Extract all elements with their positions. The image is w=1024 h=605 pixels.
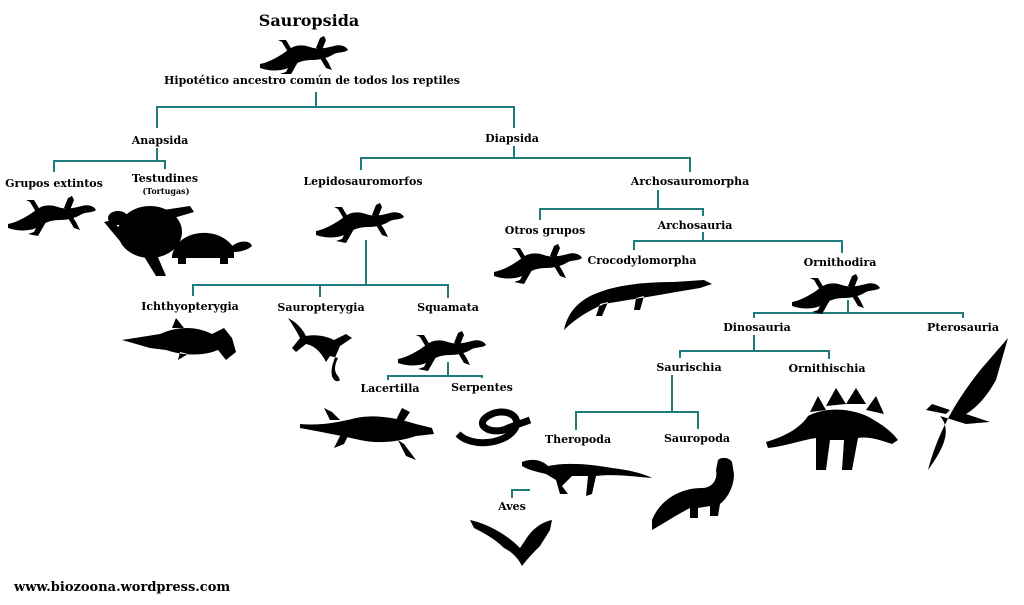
sauropsida-ancestor-lizard-icon (260, 36, 348, 76)
extinct-groups-lizard-icon (8, 196, 96, 236)
node-sauropterygia: Sauropterygia (275, 301, 367, 314)
node-ornithischia: Ornithischia (786, 362, 868, 375)
node-aves: Aves (496, 500, 528, 513)
crocodile-icon (564, 280, 712, 330)
sea-turtle-icon (104, 206, 194, 276)
aves-branch-line (511, 489, 530, 498)
squamata-bracket-line (387, 375, 483, 380)
root-bracket-line (156, 106, 515, 128)
node-ornithodira: Ornithodira (801, 256, 879, 269)
node-otros-grupos: Otros grupos (502, 224, 588, 237)
theropod-icon (522, 459, 652, 496)
node-archosauromorpha: Archosauromorpha (628, 175, 752, 188)
sauropod-icon (652, 457, 734, 530)
saurischia-bracket-line (575, 411, 699, 430)
node-lepidosauromorfos: Lepidosauromorfos (301, 175, 425, 188)
stegosaurus-icon (766, 388, 898, 470)
ancestor-caption: Hipotético ancestro común de todos los r… (161, 74, 463, 87)
diapsida-bracket-line (360, 157, 691, 172)
dino-bracket-line (679, 350, 830, 359)
node-sauropoda: Sauropoda (661, 432, 733, 445)
node-testudines: Testudines (129, 172, 201, 185)
archo-bracket-line (539, 208, 704, 220)
node-dinosauria: Dinosauria (721, 321, 793, 334)
anapsida-bracket-line (53, 160, 166, 172)
ornithodira-bracket-line (753, 312, 964, 318)
ichthyosaur-icon (122, 318, 236, 360)
node-crocodylomorpha: Crocodylomorpha (585, 254, 699, 267)
root-title: Sauropsida (256, 11, 362, 31)
node-serpentes: Serpentes (449, 381, 515, 394)
node-theropoda: Theropoda (542, 433, 614, 446)
node-pterosauria: Pterosauria (925, 321, 1001, 334)
tortoise-icon (172, 232, 252, 264)
ornithodira-lizard-icon (792, 274, 880, 314)
footer-website-link[interactable]: www.biozoona.wordpress.com (14, 580, 231, 595)
node-grupos-extintos: Grupos extintos (3, 177, 105, 190)
node-testudines-note: (Tortugas) (140, 186, 192, 196)
node-lacertilla: Lacertilla (358, 382, 422, 395)
archosauria-bracket-line (633, 240, 843, 253)
plesiosaur-icon (288, 318, 352, 382)
node-squamata: Squamata (415, 301, 481, 314)
bird-aves-icon (470, 520, 552, 566)
node-anapsida: Anapsida (129, 134, 191, 147)
node-saurischia: Saurischia (654, 361, 724, 374)
snake-icon (455, 408, 532, 447)
lepidosauromorph-lizard-icon (316, 203, 404, 243)
node-archosauria: Archosauria (655, 219, 735, 232)
pterosaur-icon (926, 338, 1008, 470)
node-diapsida: Diapsida (483, 132, 541, 145)
other-groups-lizard-icon (494, 244, 582, 284)
squamata-lizard-icon (398, 331, 486, 371)
lizard-lacertilia-icon (300, 408, 434, 460)
node-ichthyopterygia: Ichthyopterygia (139, 300, 241, 313)
